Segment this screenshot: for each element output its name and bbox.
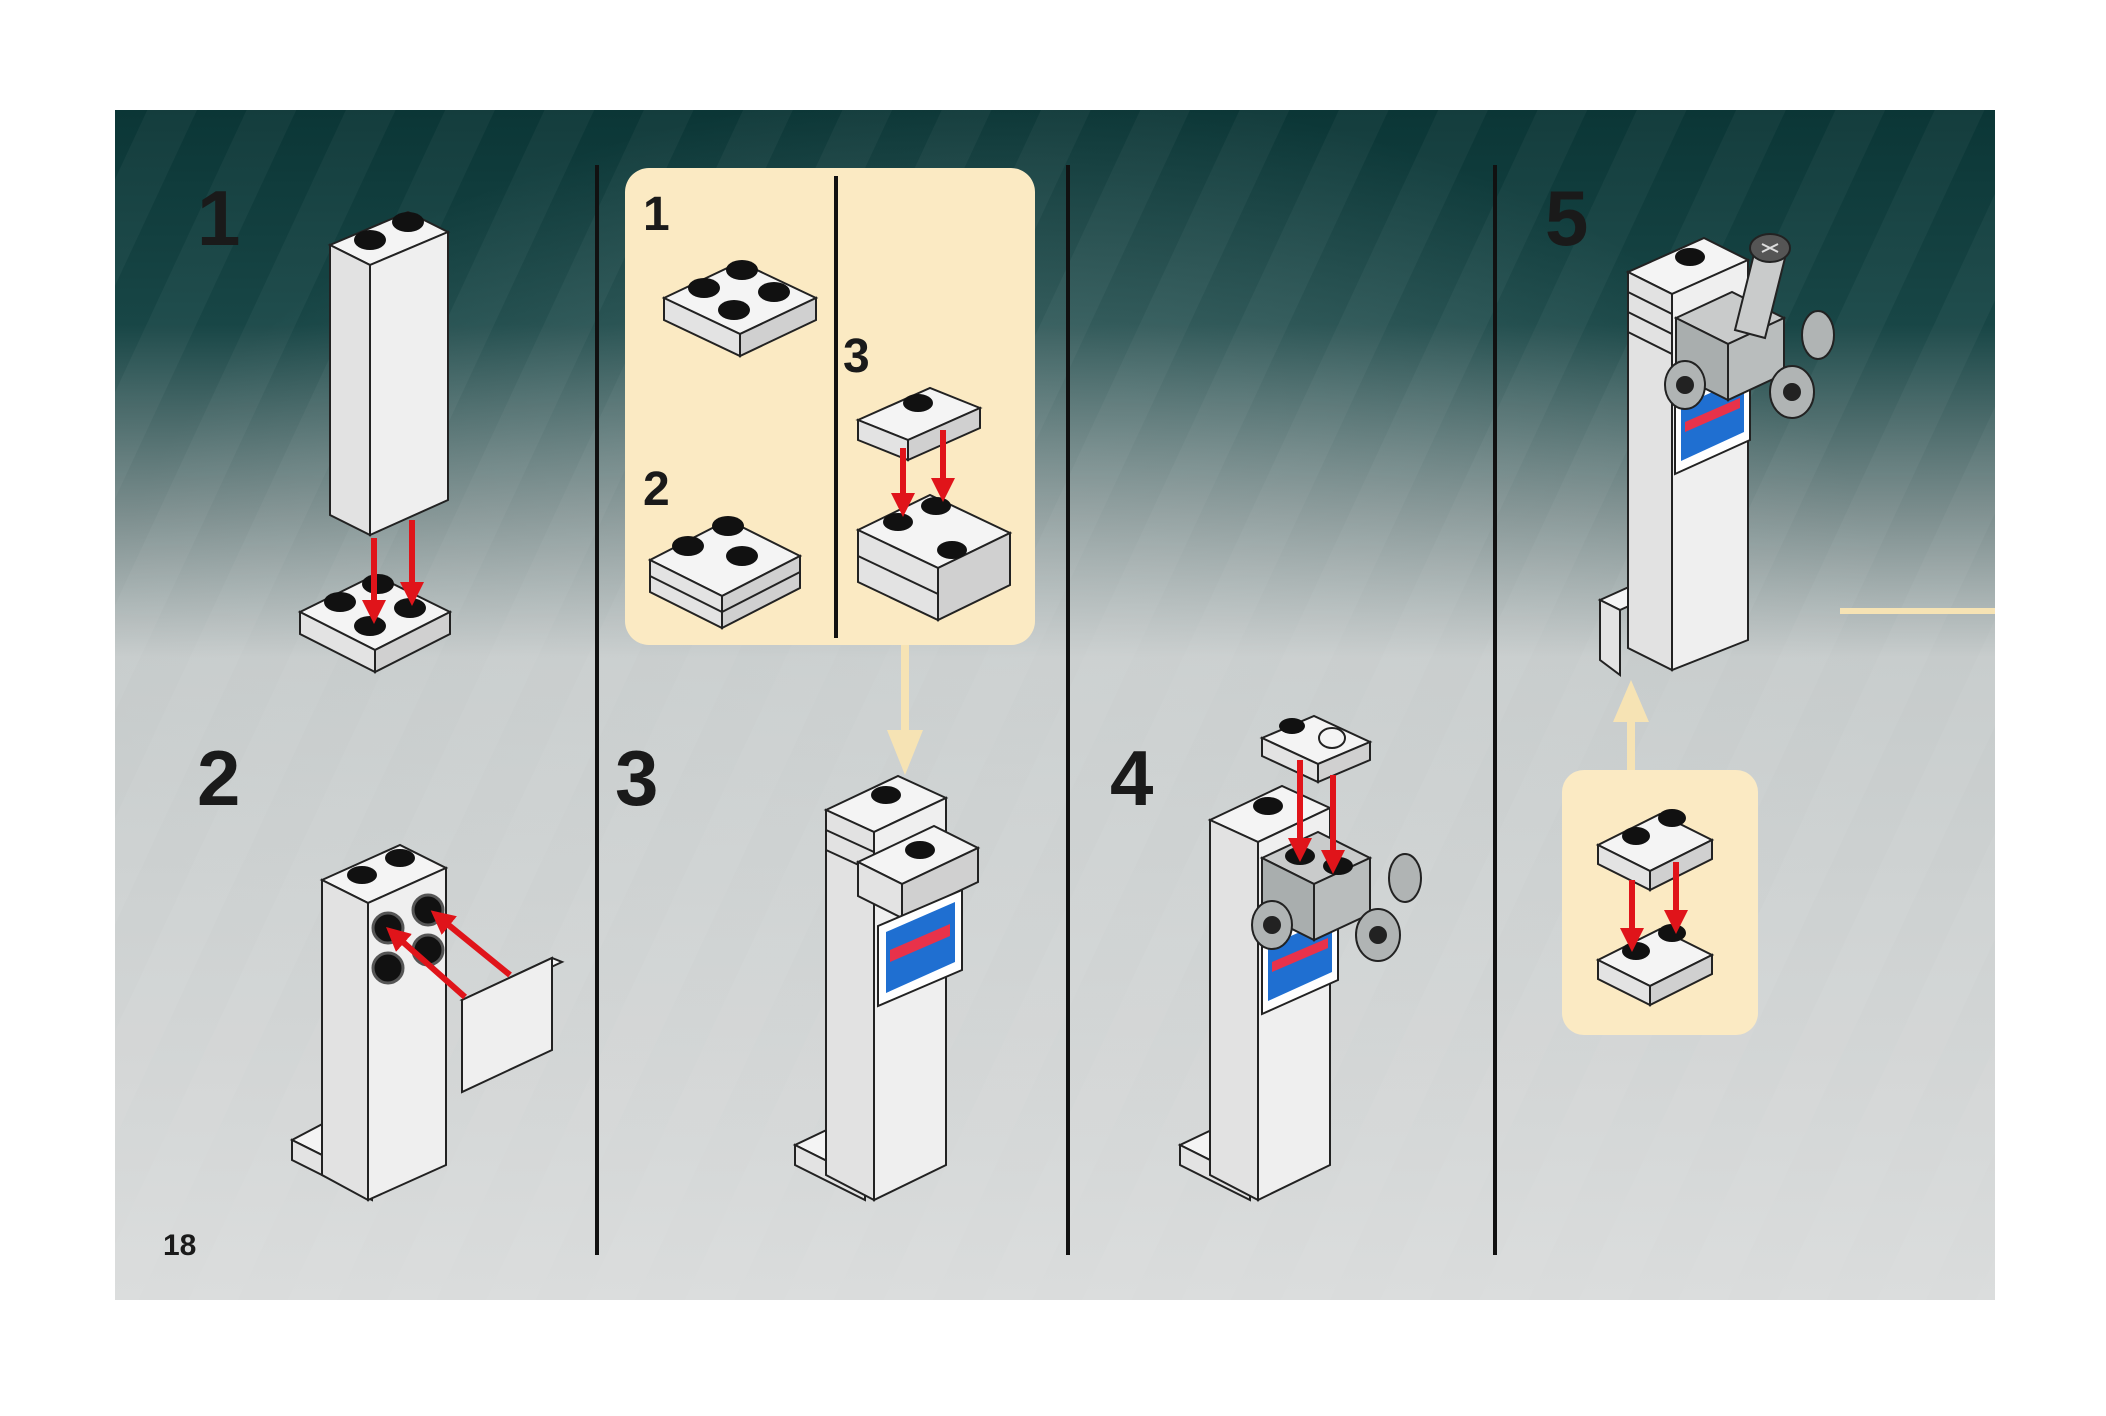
step-3-number: 3	[615, 734, 658, 822]
step-5-connector-line	[1840, 608, 1995, 614]
callout-substep-1-number: 1	[643, 188, 670, 241]
step-1-number: 1	[197, 174, 240, 262]
callout-substep-2-number: 2	[643, 463, 670, 516]
step-5-number: 5	[1545, 174, 1588, 262]
step-4-number: 4	[1110, 734, 1153, 822]
step-3-callout: 1 2 3	[625, 168, 1035, 645]
step-2-number: 2	[197, 734, 240, 822]
page-number: 18	[163, 1229, 196, 1262]
callout-substep-3-number: 3	[843, 330, 870, 383]
